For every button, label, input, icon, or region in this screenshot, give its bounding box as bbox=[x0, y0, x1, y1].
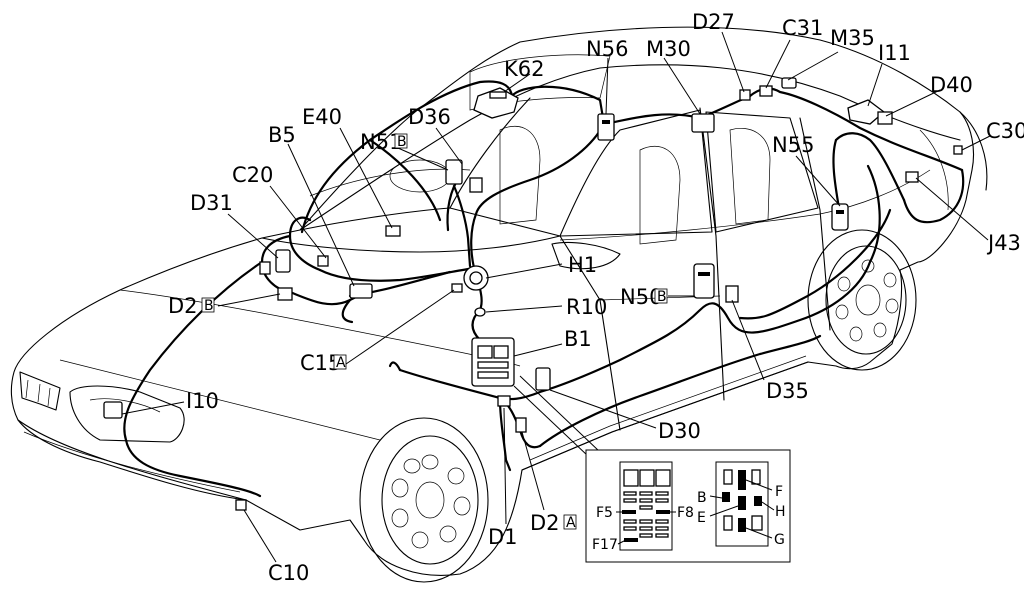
label-i10: I10 bbox=[186, 389, 219, 413]
fusebox-inset: F5 F8 F17 B E F H G bbox=[585, 449, 791, 563]
svg-text:A: A bbox=[336, 355, 346, 371]
car-body bbox=[10, 26, 988, 583]
relay-label-f: F bbox=[775, 484, 783, 500]
label-m35: M35 bbox=[830, 26, 875, 50]
label-d36: D36 bbox=[408, 105, 451, 129]
label-d31: D31 bbox=[190, 191, 233, 215]
label-b1: B1 bbox=[564, 327, 592, 351]
svg-text:D2: D2 bbox=[168, 294, 198, 318]
svg-text:B: B bbox=[204, 298, 214, 314]
relay-label-b: B bbox=[697, 490, 707, 506]
label-d35: D35 bbox=[766, 379, 809, 403]
label-c10: C10 bbox=[268, 561, 309, 585]
label-h1: H1 bbox=[568, 253, 597, 277]
relay-label-e: E bbox=[697, 510, 706, 526]
label-n55: N55 bbox=[772, 133, 814, 157]
component-labels: K62 N56 M30 D27 C31 M35 I11 D40 C30 J43 … bbox=[168, 10, 1024, 585]
svg-text:B: B bbox=[397, 134, 407, 150]
relay-label-g: G bbox=[774, 532, 785, 548]
label-d27: D27 bbox=[692, 10, 735, 34]
label-d30: D30 bbox=[658, 419, 701, 443]
label-c20: C20 bbox=[232, 163, 273, 187]
fuse-label-f17: F17 bbox=[592, 537, 618, 553]
label-d2b: D2 B bbox=[168, 294, 215, 318]
label-d1: D1 bbox=[488, 525, 518, 549]
svg-text:D2: D2 bbox=[530, 511, 560, 535]
fuse-panel: F5 F8 F17 bbox=[592, 461, 694, 553]
fuse-label-f8: F8 bbox=[677, 505, 694, 521]
connectors bbox=[103, 77, 963, 511]
relay-panel: B E F H G bbox=[697, 461, 786, 548]
label-c30: C30 bbox=[986, 119, 1024, 143]
label-c15a: C15 A bbox=[300, 351, 347, 375]
svg-text:A: A bbox=[566, 515, 576, 531]
label-j43: J43 bbox=[986, 231, 1021, 255]
label-n56: N56 bbox=[586, 37, 628, 61]
label-r10: R10 bbox=[566, 295, 607, 319]
label-d2a: D2 A bbox=[530, 511, 577, 535]
fuse-label-f5: F5 bbox=[596, 505, 613, 521]
label-n51b: N51 B bbox=[360, 130, 408, 154]
svg-text:B: B bbox=[657, 289, 667, 305]
label-d40: D40 bbox=[930, 73, 973, 97]
label-e40: E40 bbox=[302, 105, 342, 129]
leader-lines bbox=[121, 31, 991, 563]
label-n50b: N50 B bbox=[620, 285, 668, 309]
label-b5: B5 bbox=[268, 123, 296, 147]
label-m30: M30 bbox=[646, 37, 691, 61]
label-i11: I11 bbox=[878, 41, 911, 65]
label-k62: K62 bbox=[504, 57, 545, 81]
relay-label-h: H bbox=[775, 504, 786, 520]
wiring-harness bbox=[123, 80, 965, 498]
label-c31: C31 bbox=[782, 16, 823, 40]
